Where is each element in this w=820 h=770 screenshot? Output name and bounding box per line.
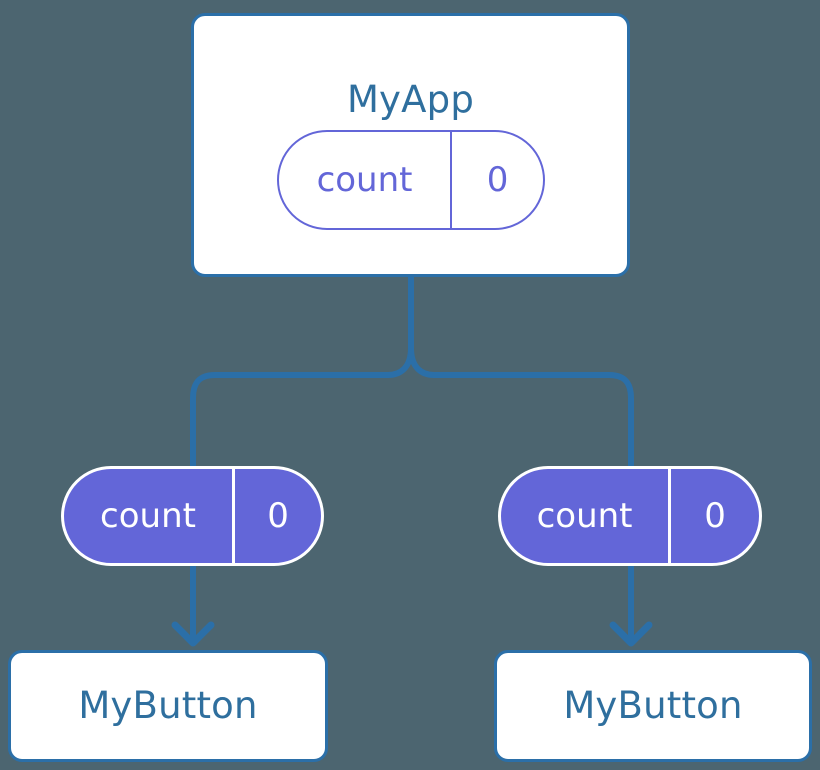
state-pill-root-key: count: [316, 160, 413, 200]
component-title-mybutton-left: MyButton: [78, 684, 258, 727]
arrow-right-head-icon: [609, 621, 653, 647]
state-pill-branch-right-value: 0: [668, 469, 759, 563]
state-pill-branch-left-key: count: [100, 496, 196, 536]
state-pill-branch-left[interactable]: count 0: [61, 466, 324, 566]
state-pill-root-value: 0: [450, 132, 543, 228]
arrow-left-head-icon: [171, 621, 215, 647]
branch-right-connector: [408, 347, 634, 466]
branch-left-connector: [190, 347, 414, 466]
component-node-mybutton-right[interactable]: MyButton: [494, 650, 812, 762]
state-pill-branch-left-value: 0: [232, 469, 321, 563]
component-node-mybutton-left[interactable]: MyButton: [8, 650, 328, 762]
state-pill-branch-right[interactable]: count 0: [498, 466, 762, 566]
state-pill-branch-right-key: count: [536, 496, 633, 536]
state-pill-root[interactable]: count 0: [277, 130, 545, 230]
component-title-mybutton-right: MyButton: [563, 684, 743, 727]
component-title-myapp: MyApp: [346, 78, 475, 121]
